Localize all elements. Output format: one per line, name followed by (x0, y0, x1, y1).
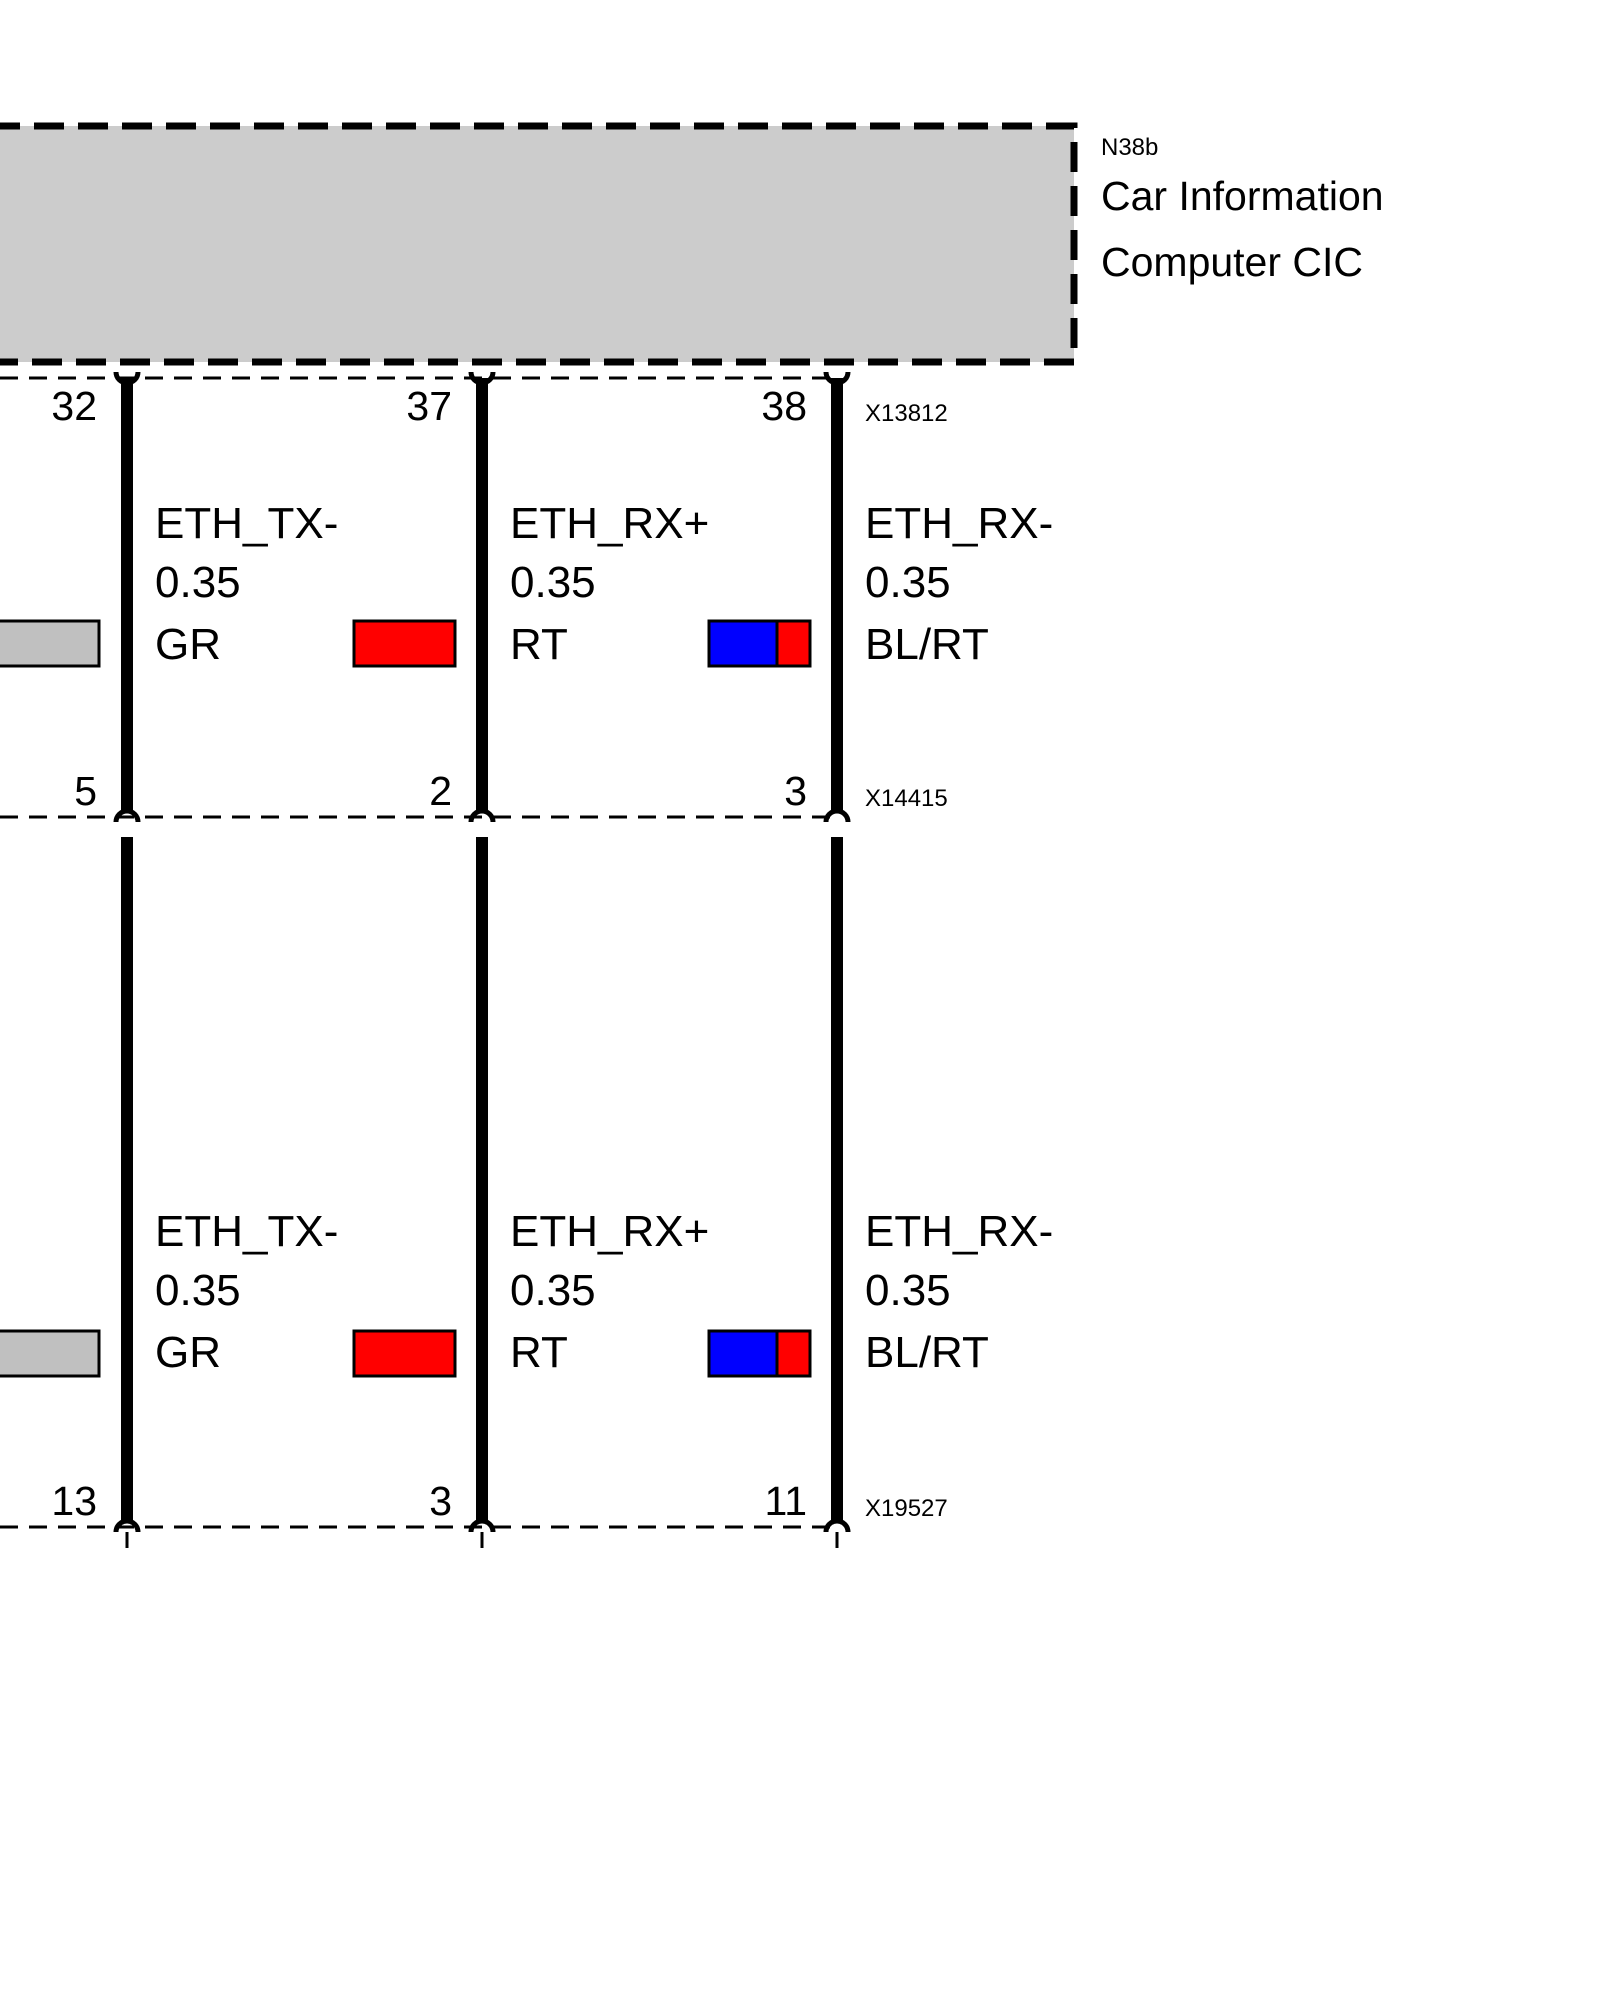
wire-signal-label: ETH_TX- (155, 1207, 338, 1256)
pin-number: 11 (764, 1478, 807, 1524)
pin-socket-icon (113, 1518, 141, 1533)
pin-socket-icon (468, 371, 496, 386)
pin-number: 37 (406, 383, 452, 429)
pin-number: 2 (429, 768, 452, 814)
pin-number: 32 (51, 383, 97, 429)
component-box (0, 122, 1078, 366)
wire-color-label: GR (155, 620, 221, 669)
wire-size-label: 0.35 (155, 558, 241, 607)
wire-color-swatch-bl (707, 619, 779, 668)
wire-signal-label: ETH_RX+ (510, 499, 709, 548)
wire-size-label: 0.35 (865, 558, 951, 607)
wire-color-swatch-rt (352, 619, 457, 668)
pin-number: 38 (761, 383, 807, 429)
wire-color-swatch-rt (352, 1329, 457, 1378)
wire-signal-label: ETH_RX+ (510, 1207, 709, 1256)
connector-id: X13812 (865, 400, 948, 427)
wire-color-label: BL/RT (865, 620, 989, 669)
wire-size-label: 0.35 (510, 558, 596, 607)
pin-socket-icon (468, 808, 496, 823)
wire-signal-label: ETH_RX- (865, 1207, 1053, 1256)
wire-signal-label: ETH_TX- (155, 499, 338, 548)
wire-color-label: GR (155, 1328, 221, 1377)
pin-socket-icon (823, 808, 851, 823)
wire-size-label: 0.35 (865, 1266, 951, 1315)
wire-color-label: RT (510, 1328, 568, 1377)
pin-socket-icon (113, 371, 141, 386)
component-name-line1: Car Information (1101, 173, 1384, 219)
wire-color-label: BL/RT (865, 1328, 989, 1377)
wire-color-swatch-rt-stripe (775, 619, 812, 668)
wire-size-label: 0.35 (510, 1266, 596, 1315)
wire-color-label: RT (510, 620, 568, 669)
component-id: N38b (1101, 134, 1158, 161)
wire-color-swatch-bl (707, 1329, 779, 1378)
wire-color-swatch-gr (0, 1329, 101, 1378)
pin-number: 13 (51, 1478, 97, 1524)
pin-number: 3 (784, 768, 807, 814)
pin-socket-icon (113, 808, 141, 823)
connector-id: X14415 (865, 785, 948, 812)
connector-id: X19527 (865, 1495, 948, 1522)
pin-number: 5 (74, 768, 97, 814)
pin-socket-icon (823, 1518, 851, 1533)
pin-number: 3 (429, 1478, 452, 1524)
wire-size-label: 0.35 (155, 1266, 241, 1315)
wire-signal-label: ETH_RX- (865, 499, 1053, 548)
pin-socket-icon (823, 371, 851, 386)
pin-socket-icon (468, 1518, 496, 1533)
component-name-line2: Computer CIC (1101, 239, 1363, 285)
wire-color-swatch-rt-stripe (775, 1329, 812, 1378)
wire-color-swatch-gr (0, 619, 101, 668)
